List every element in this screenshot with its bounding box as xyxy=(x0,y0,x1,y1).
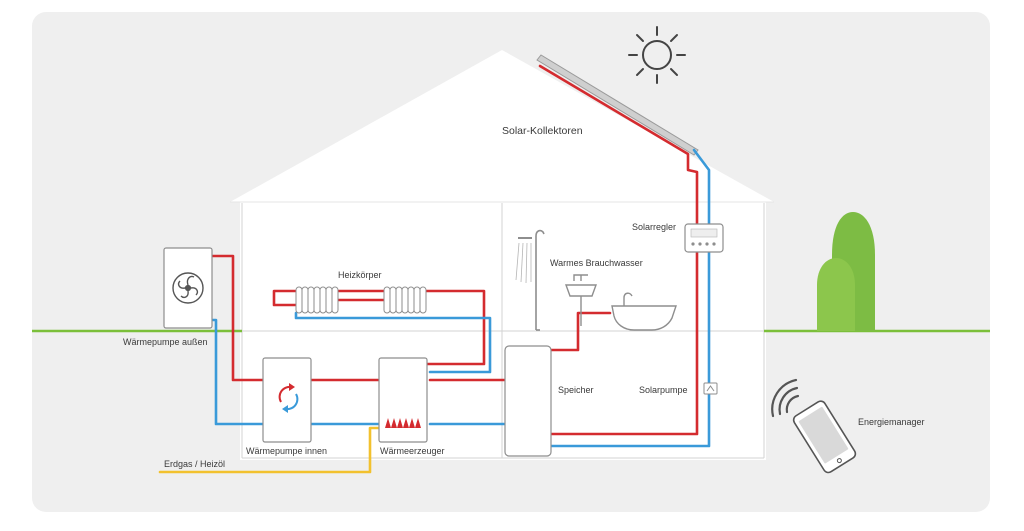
label-solar-pump: Solarpumpe xyxy=(639,385,688,395)
label-heat-pump-outside: Wärmepumpe außen xyxy=(123,337,208,347)
heat-generator xyxy=(378,357,428,443)
label-heat-generator: Wärmeerzeuger xyxy=(380,446,445,456)
pipe-solar-hot xyxy=(510,64,699,436)
label-storage: Speicher xyxy=(558,385,594,395)
storage-tank xyxy=(504,345,552,457)
heat-pump-outside xyxy=(163,247,213,329)
pipe-fuel xyxy=(158,426,382,474)
radiator-right xyxy=(383,286,427,314)
pipe-storage-to-water xyxy=(546,311,612,352)
fan-icon xyxy=(172,272,204,304)
smartphone-icon xyxy=(792,400,857,474)
label-heat-pump-inside: Wärmepumpe innen xyxy=(246,446,327,456)
wifi-signal-icon xyxy=(771,378,800,418)
label-energy-manager: Energiemanager xyxy=(858,417,925,427)
pipe-radiator-cold xyxy=(294,311,492,374)
heat-pump-inside xyxy=(262,357,312,443)
controller-icon xyxy=(684,223,724,253)
heat-pump-cycle-icon xyxy=(278,383,299,413)
tree-small xyxy=(817,258,855,331)
label-solar-controller: Solarregler xyxy=(632,222,676,232)
radiator-left xyxy=(295,286,339,314)
label-solar-collectors: Solar-Kollektoren xyxy=(502,125,583,137)
sun-icon xyxy=(628,26,686,84)
label-warm-water: Warmes Brauchwasser xyxy=(550,258,643,268)
trees xyxy=(817,212,875,331)
house xyxy=(230,50,774,460)
sink-icon xyxy=(565,274,597,326)
label-fuel: Erdgas / Heizöl xyxy=(164,459,225,469)
shower-icon xyxy=(515,229,545,331)
label-radiator: Heizkörper xyxy=(338,270,382,280)
bathtub-icon xyxy=(611,292,677,331)
pipe-solar-cold xyxy=(510,148,711,448)
flame-icon xyxy=(385,418,421,428)
pump-icon xyxy=(703,382,718,395)
pipe-radiator-hot xyxy=(272,289,507,382)
solar-collector xyxy=(536,54,699,156)
house-roof xyxy=(230,50,774,202)
house-body xyxy=(240,200,766,460)
